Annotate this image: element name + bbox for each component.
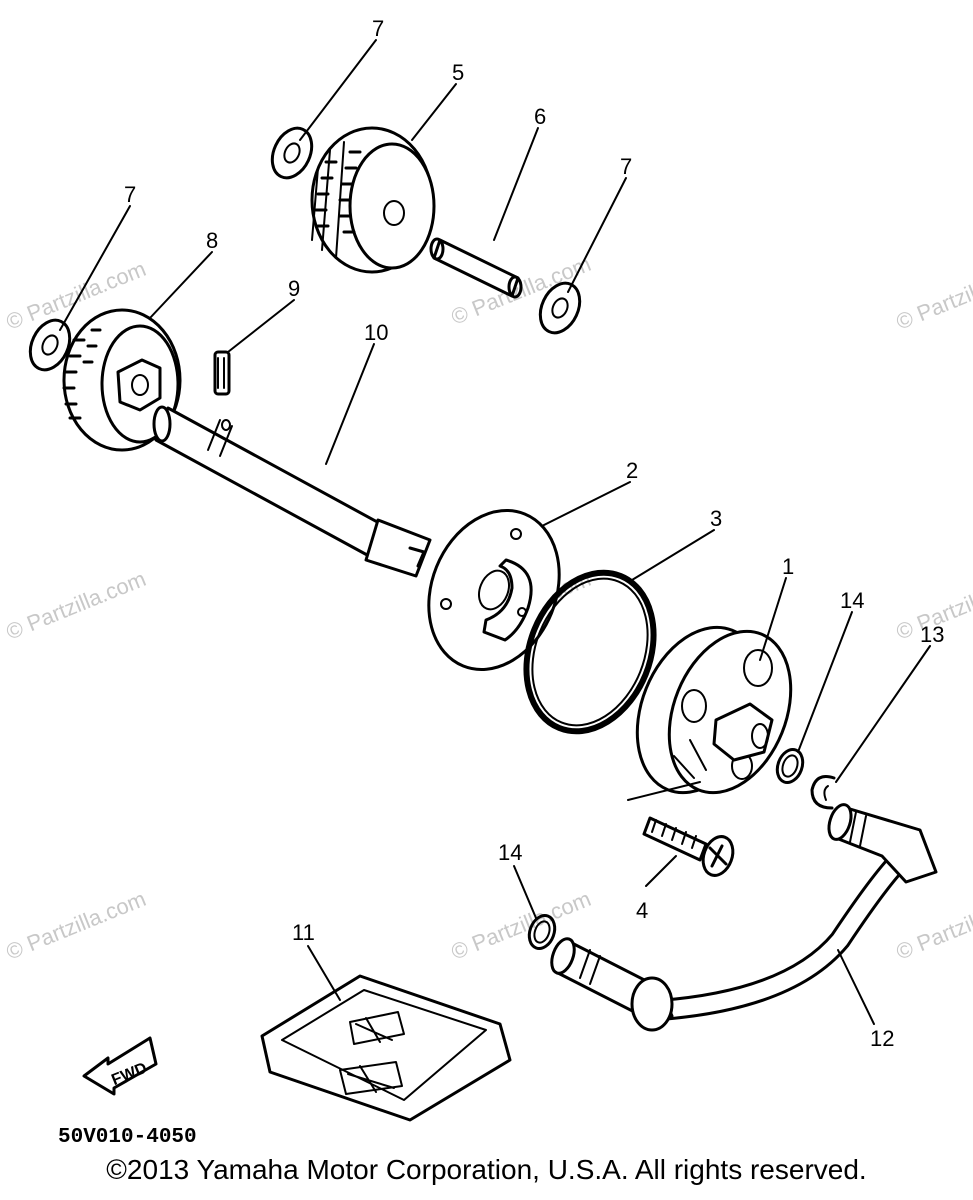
callout-7: 7 bbox=[620, 154, 632, 179]
copyright-notice: ©2013 Yamaha Motor Corporation, U.S.A. A… bbox=[106, 1154, 867, 1185]
callout-9: 9 bbox=[288, 276, 300, 301]
watermark: © Partzilla.com bbox=[893, 886, 973, 965]
callout-12: 12 bbox=[870, 1026, 894, 1051]
gear-8 bbox=[62, 308, 182, 452]
callout-1: 1 bbox=[782, 554, 794, 579]
washer-7-top bbox=[270, 126, 314, 180]
washer-7-left bbox=[28, 318, 72, 372]
callout-4: 4 bbox=[636, 898, 648, 923]
fwd-arrow-icon: FWD bbox=[82, 1036, 158, 1096]
callout-13: 13 bbox=[920, 622, 944, 647]
callout-8: 8 bbox=[206, 228, 218, 253]
callout-3: 3 bbox=[710, 506, 722, 531]
o-ring-3 bbox=[523, 569, 657, 735]
shaft-pin-6 bbox=[429, 237, 523, 299]
callout-14: 14 bbox=[840, 588, 864, 613]
pump-body-1 bbox=[635, 625, 793, 795]
callout-7: 7 bbox=[124, 182, 136, 207]
gasket-plate-2 bbox=[427, 509, 561, 671]
dowel-pin-9 bbox=[213, 350, 231, 396]
watermark: © Partzilla.com bbox=[3, 566, 150, 645]
watermark: © Partzilla.com bbox=[893, 256, 973, 335]
callout-7: 7 bbox=[372, 16, 384, 41]
diagram-code: 50V010-4050 bbox=[58, 1126, 197, 1149]
screw-4 bbox=[627, 781, 735, 877]
watermark: © Partzilla.com bbox=[3, 886, 150, 965]
o-ring-14-top bbox=[775, 748, 805, 784]
callout-10: 10 bbox=[364, 320, 388, 345]
o-ring-14-bottom bbox=[527, 914, 557, 950]
leader-lines bbox=[59, 39, 931, 1025]
callout-14: 14 bbox=[498, 840, 522, 865]
circlip-13 bbox=[810, 775, 836, 810]
gear-5 bbox=[310, 126, 436, 274]
drive-shaft-10 bbox=[152, 405, 432, 578]
callout-5: 5 bbox=[452, 60, 464, 85]
callout-2: 2 bbox=[626, 458, 638, 483]
callout-11: 11 bbox=[292, 920, 315, 945]
strainer-11 bbox=[260, 974, 512, 1122]
callout-6: 6 bbox=[534, 104, 546, 129]
delivery-pipe-12 bbox=[550, 803, 938, 1032]
callouts: 7 5 6 7 7 8 9 10 2 3 1 14 13 14 4 11 12 bbox=[124, 16, 944, 1051]
